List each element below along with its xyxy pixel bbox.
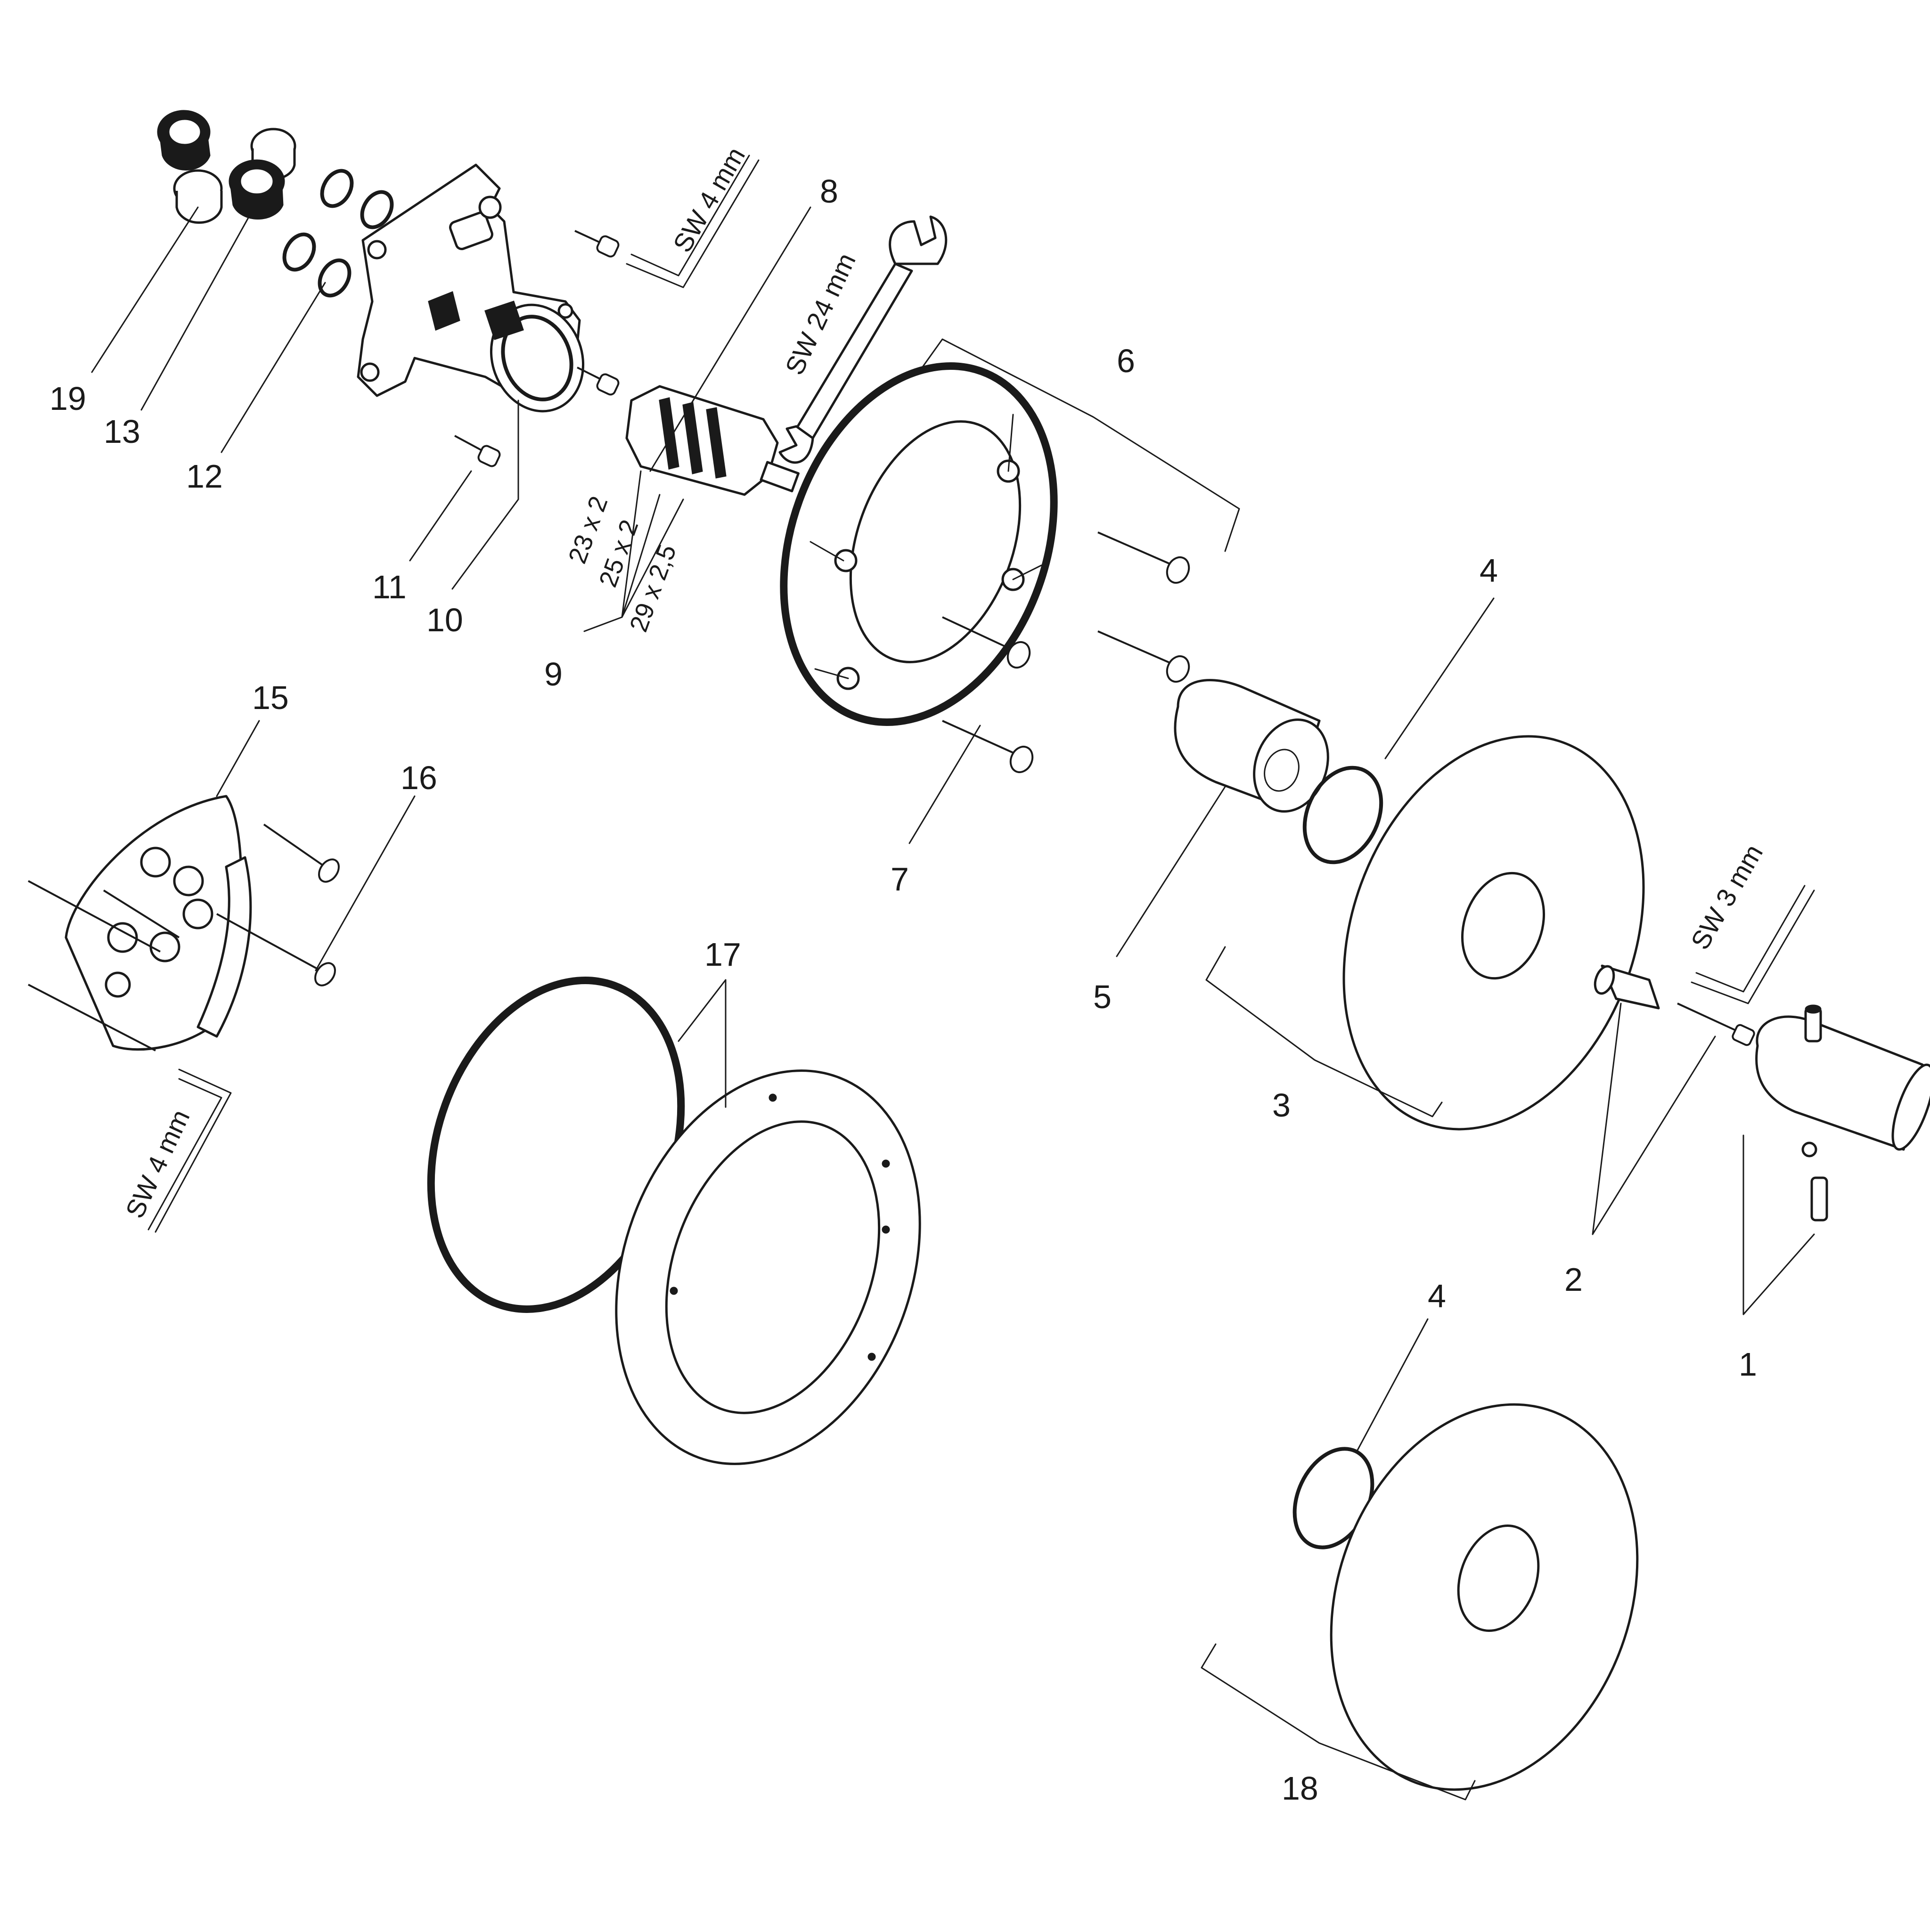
part-18-rosette <box>1330 1403 1639 1791</box>
callout-5: 5 <box>1093 978 1112 1015</box>
part-3-rosette <box>1342 735 1645 1131</box>
part-7-screws <box>942 531 1190 774</box>
hex-key-3mm: SW 3 mm <box>1685 840 1815 1004</box>
callout-17: 17 <box>704 936 741 973</box>
callout-numbers: 1 2 3 4 4 5 6 7 8 9 10 11 12 13 15 16 17… <box>49 173 1757 1807</box>
callout-4-lower: 4 <box>1428 1278 1446 1314</box>
callout-16: 16 <box>401 759 437 796</box>
callout-12: 12 <box>186 458 223 495</box>
part-6-mounting-plate <box>780 362 1058 726</box>
tool-label-sw3: SW 3 mm <box>1685 840 1768 954</box>
callout-11: 11 <box>372 569 407 605</box>
screw-upper <box>574 230 620 258</box>
callout-13: 13 <box>104 413 140 450</box>
callout-10: 10 <box>426 602 463 638</box>
callout-8: 8 <box>820 173 838 210</box>
part-16-screws <box>28 823 340 1052</box>
callout-18: 18 <box>1282 1770 1318 1807</box>
callout-6: 6 <box>1117 342 1135 379</box>
part-17-seal-and-spacer <box>427 977 921 1465</box>
hex-key-4mm-left: SW 4 mm <box>120 1068 232 1233</box>
callout-3: 3 <box>1272 1087 1291 1124</box>
part-4-o-ring-upper <box>1302 766 1383 864</box>
callout-19: 19 <box>49 380 86 417</box>
screw-middle <box>577 367 620 396</box>
callout-15: 15 <box>252 679 289 716</box>
callout-7: 7 <box>891 861 909 897</box>
tool-label-sw4-top: SW 4 mm <box>667 142 751 257</box>
callout-2: 2 <box>1564 1261 1583 1298</box>
leader-lines <box>91 202 1815 1801</box>
part-10-valve-body <box>357 163 585 413</box>
hex-key-4mm-top: SW 4 mm <box>626 142 760 288</box>
part-1-handle <box>1755 1004 1930 1222</box>
part-2-adapter <box>1594 964 1755 1046</box>
part-5-extension-sleeve <box>1174 679 1329 813</box>
part-11-screw <box>454 435 501 467</box>
part-15-valve-body-alt <box>65 795 252 1051</box>
callout-4-upper: 4 <box>1480 552 1498 589</box>
part-8-thermostat-cartridge <box>625 385 800 496</box>
callout-9: 9 <box>544 656 563 693</box>
callout-1: 1 <box>1739 1346 1757 1383</box>
wrench-24mm: SW 24 mm <box>778 215 948 464</box>
part-12-o-rings <box>282 169 394 298</box>
